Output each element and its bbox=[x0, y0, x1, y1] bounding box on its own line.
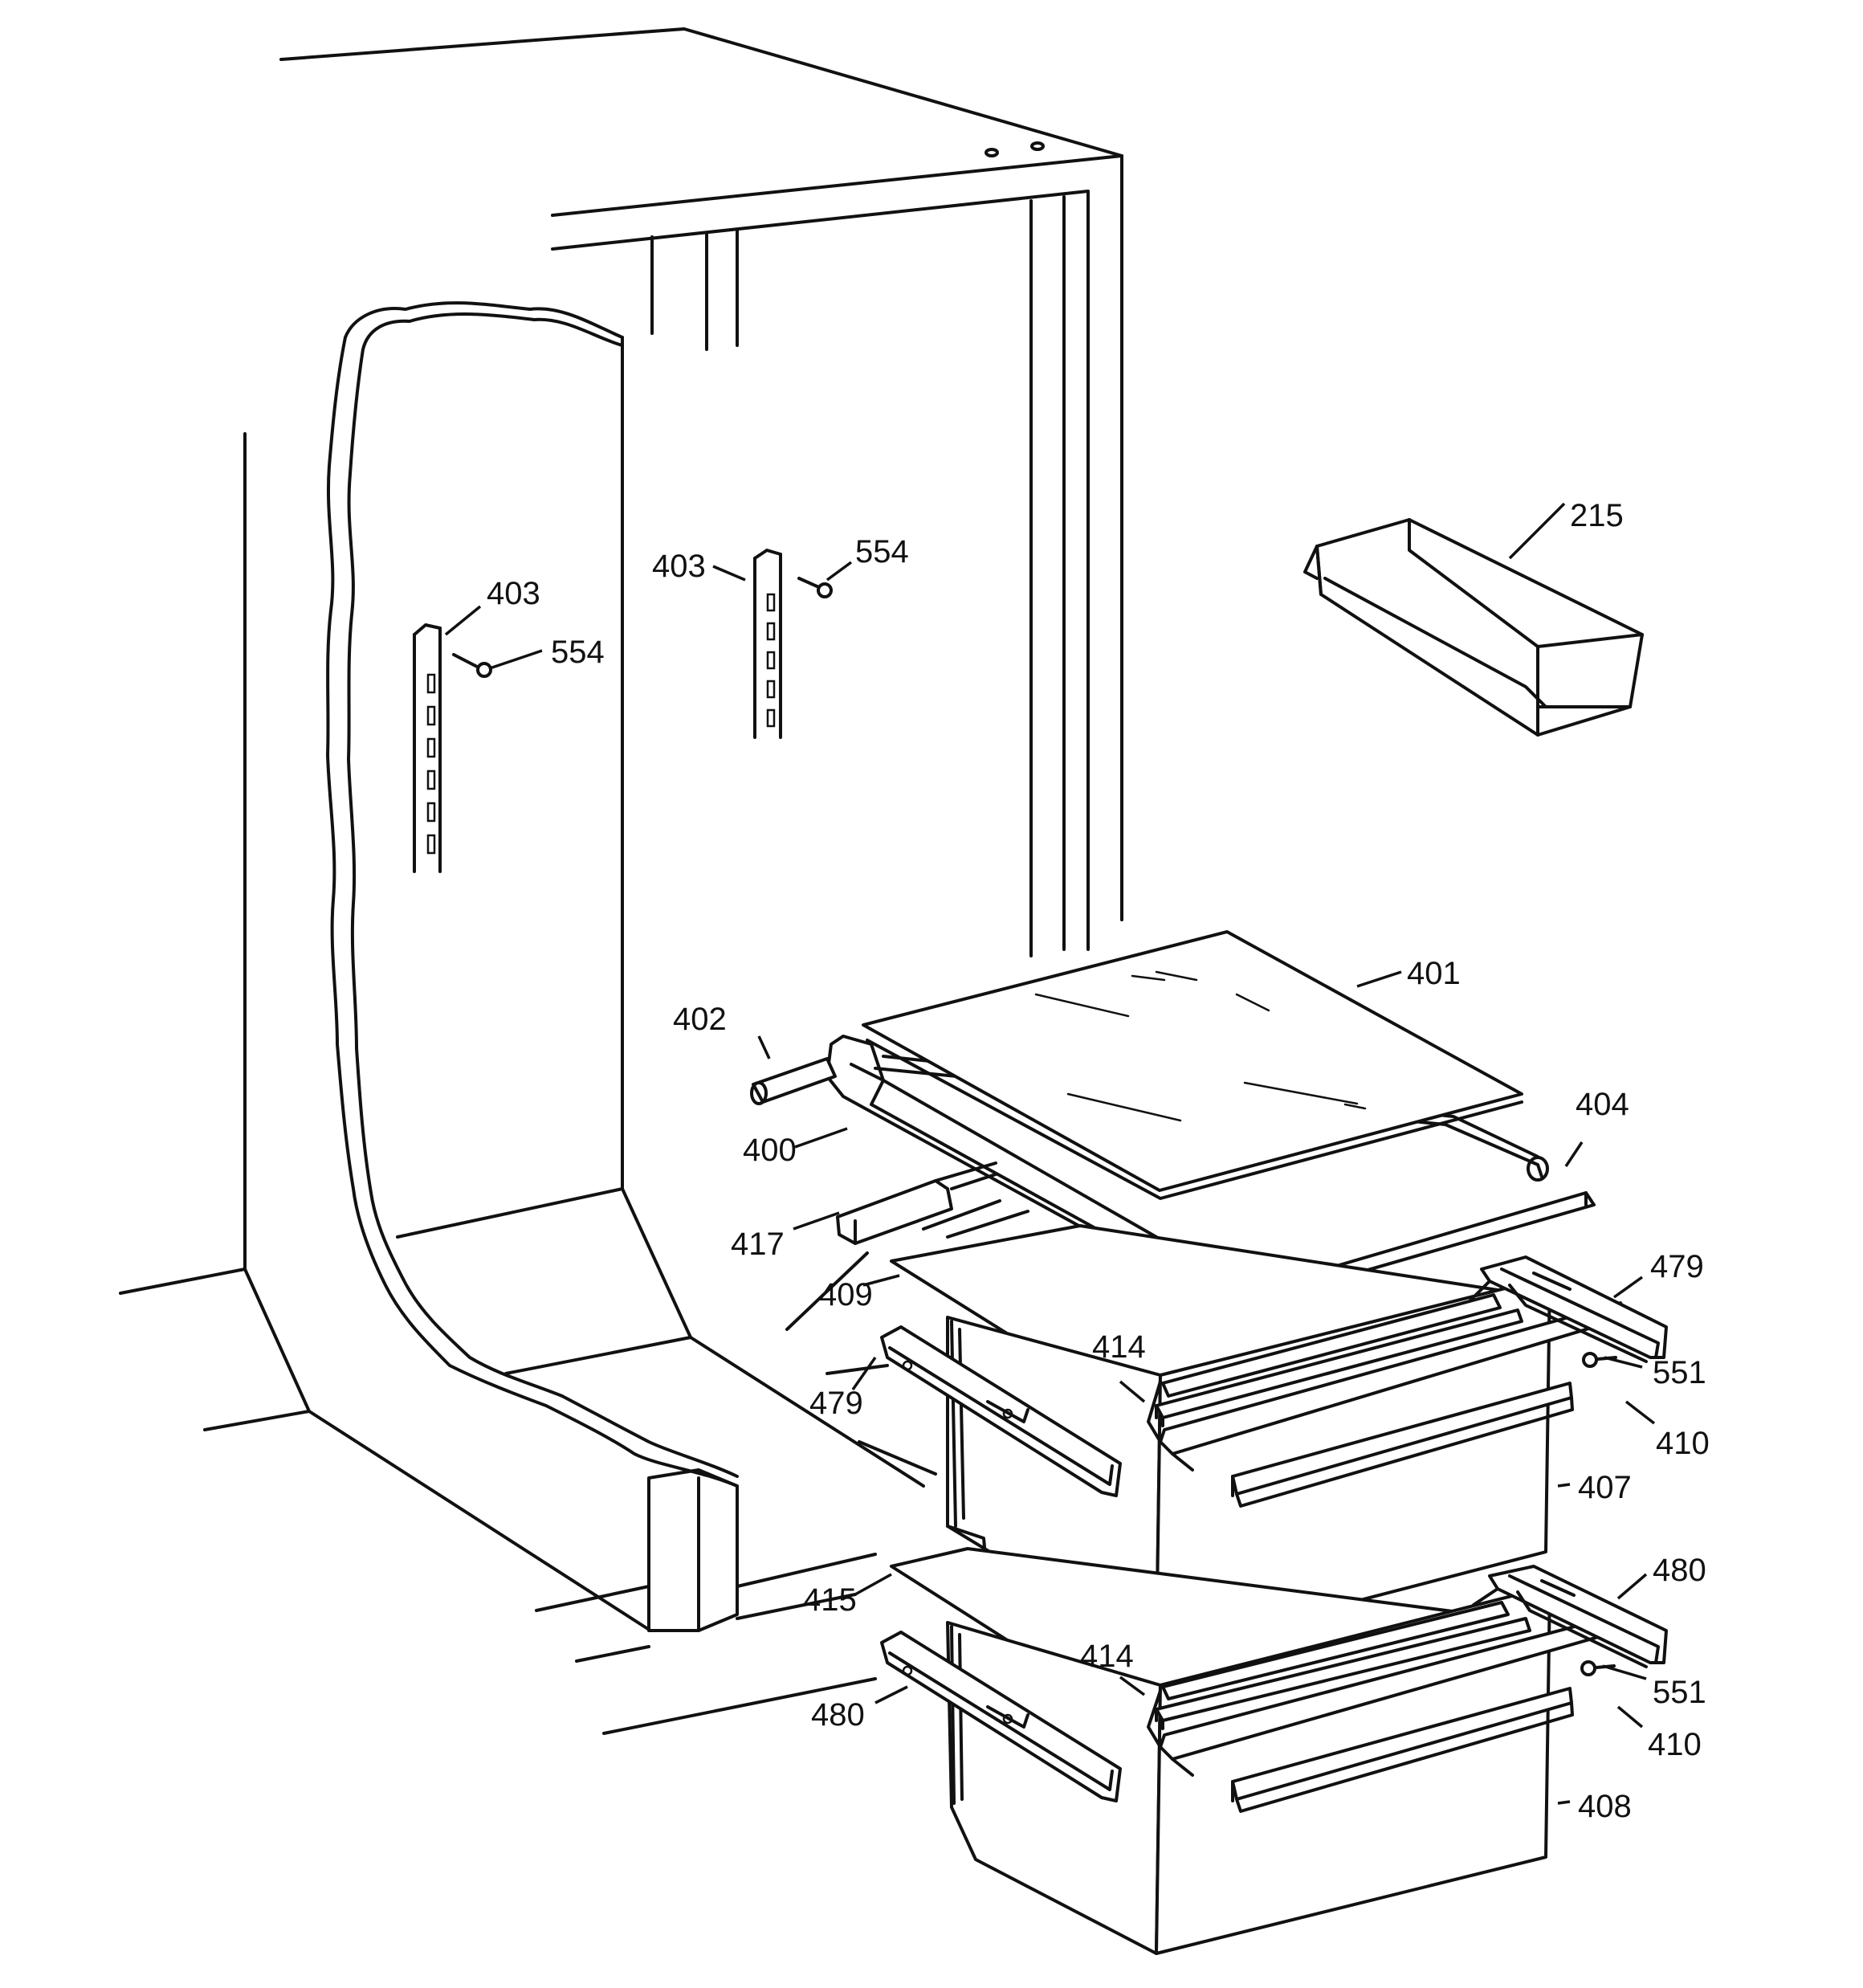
callout-414-upper: 414 bbox=[1092, 1329, 1146, 1365]
rail-414-upper bbox=[1155, 1293, 1523, 1427]
callout-415: 415 bbox=[803, 1582, 857, 1618]
glass-shelf-401 bbox=[862, 930, 1523, 1200]
callout-401: 401 bbox=[1407, 956, 1461, 991]
callout-480-right: 480 bbox=[1653, 1553, 1706, 1588]
trim-417 bbox=[836, 1161, 1029, 1245]
callout-554-left: 554 bbox=[551, 635, 605, 670]
callout-409: 409 bbox=[819, 1277, 873, 1312]
callout-414-lower: 414 bbox=[1080, 1639, 1134, 1674]
callout-215: 215 bbox=[1570, 498, 1624, 533]
callout-400: 400 bbox=[743, 1133, 797, 1168]
drawer-slide-479-left bbox=[880, 1325, 1122, 1497]
drawer-slide-480-left bbox=[880, 1631, 1122, 1802]
drawer-slide-479-right bbox=[1468, 1255, 1668, 1363]
callout-labels: 215 403 554 403 554 401 402 400 404 417 … bbox=[487, 498, 1710, 1824]
callout-479-left: 479 bbox=[809, 1386, 863, 1421]
cabinet-cutaway bbox=[326, 301, 739, 1488]
callout-403-center: 403 bbox=[652, 549, 706, 584]
callout-417: 417 bbox=[731, 1227, 785, 1262]
callout-480-left: 480 bbox=[811, 1697, 865, 1733]
screw-554-left bbox=[452, 653, 492, 678]
shelf-ladder-left bbox=[413, 623, 442, 873]
door-bin-215 bbox=[1303, 518, 1644, 737]
rail-414-lower bbox=[1155, 1601, 1531, 1730]
cabinet-outline bbox=[119, 27, 1123, 1735]
callout-408: 408 bbox=[1578, 1789, 1632, 1824]
callout-410-lower: 410 bbox=[1648, 1727, 1702, 1762]
shelf-rod-402 bbox=[750, 1057, 837, 1105]
callout-551-upper: 551 bbox=[1653, 1355, 1706, 1390]
callout-479-right: 479 bbox=[1650, 1249, 1704, 1284]
leader-lines bbox=[444, 502, 1656, 1805]
callout-404: 404 bbox=[1576, 1087, 1629, 1122]
callout-403-left: 403 bbox=[487, 576, 540, 611]
callout-410-upper: 410 bbox=[1656, 1426, 1710, 1461]
callout-402: 402 bbox=[673, 1002, 727, 1037]
callout-551-lower: 551 bbox=[1653, 1675, 1706, 1710]
callout-407: 407 bbox=[1578, 1470, 1632, 1505]
shelf-ladder-center bbox=[753, 549, 782, 739]
callout-554-center: 554 bbox=[855, 534, 909, 569]
screw-554-center bbox=[797, 577, 833, 598]
drawer-slide-480-right bbox=[1472, 1565, 1668, 1668]
